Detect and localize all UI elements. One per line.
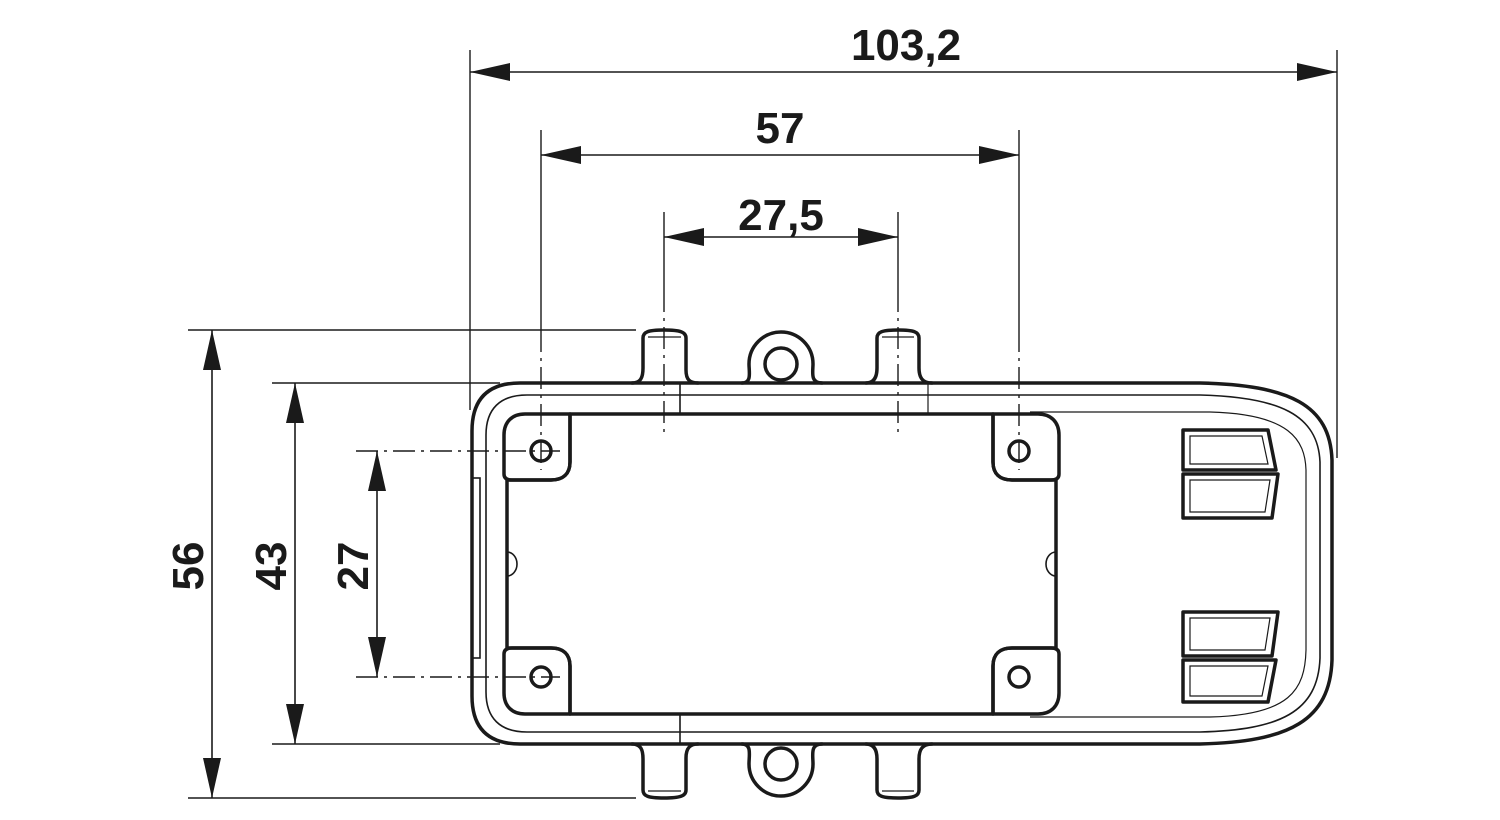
arrow-hole-top <box>368 451 386 491</box>
side-notch-right <box>1045 551 1057 577</box>
corner-boss-top-left <box>502 412 572 482</box>
bottom-tab-right <box>864 742 934 800</box>
housing-right-lip <box>1030 411 1307 718</box>
side-notch-left <box>506 551 518 577</box>
dimension-lines <box>203 63 1337 798</box>
arrow-body-top <box>286 383 304 423</box>
arrow-hole-bottom <box>368 637 386 677</box>
label-overall-height: 56 <box>164 542 213 591</box>
arrow-height-bottom <box>203 758 221 798</box>
housing-outline <box>470 381 1334 746</box>
arrow-tab-left <box>664 228 704 246</box>
arrow-height-top <box>203 330 221 370</box>
housing-body <box>470 381 1334 746</box>
vent-slots <box>1181 428 1280 704</box>
arrow-overall-left <box>470 63 510 81</box>
bottom-ring-lug <box>740 742 824 798</box>
top-tab-right <box>864 328 934 385</box>
corner-boss-bottom-left <box>502 646 572 716</box>
label-mount-spacing: 57 <box>756 104 805 153</box>
inner-pocket <box>505 412 1058 716</box>
dimension-labels: 103,2 57 27,5 56 43 27 <box>164 21 961 590</box>
arrow-overall-right <box>1297 63 1337 81</box>
vent-slot-lower-1 <box>1181 610 1280 658</box>
arrow-mount-left <box>541 146 581 164</box>
corner-boss-top-right <box>991 412 1061 482</box>
arrow-body-bottom <box>286 704 304 744</box>
label-body-height: 43 <box>247 542 296 591</box>
top-tab-left <box>630 328 700 385</box>
extension-lines <box>188 50 1338 799</box>
label-hole-spacing: 27 <box>329 542 378 591</box>
top-ring-lug <box>740 330 824 385</box>
center-lines <box>356 290 1020 678</box>
screw-hole-bottom-right <box>1007 665 1031 689</box>
vent-slot-lower-2 <box>1181 658 1278 704</box>
left-edge-slot <box>471 477 481 659</box>
arrow-tab-right <box>858 228 898 246</box>
housing-inner-rim <box>485 394 1321 733</box>
vent-slot-upper-1 <box>1181 428 1278 472</box>
label-tab-spacing: 27,5 <box>738 191 824 240</box>
bottom-tab-left <box>630 742 700 800</box>
corner-boss-bottom-right <box>991 646 1061 716</box>
bottom-ring-hole <box>763 746 799 782</box>
top-ring-hole <box>763 346 799 382</box>
label-overall-width: 103,2 <box>851 21 961 70</box>
arrow-mount-right <box>979 146 1019 164</box>
vent-slot-upper-2 <box>1181 472 1280 520</box>
mounting-tabs <box>630 328 934 800</box>
